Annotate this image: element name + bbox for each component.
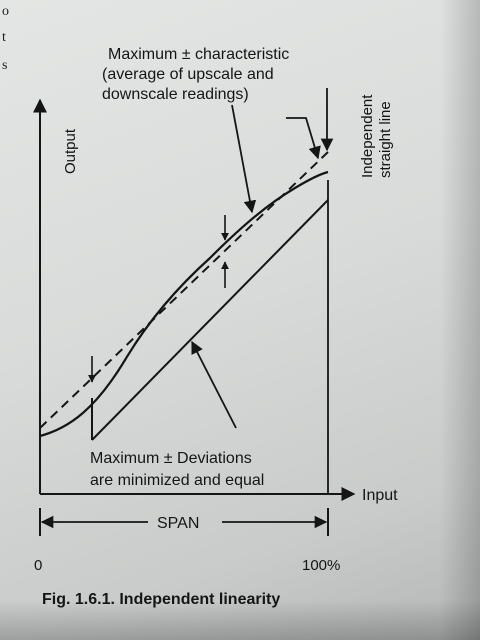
straight-line-label-line-2: straight line [377, 101, 394, 178]
characteristic-label-line-3: downscale readings) [102, 86, 249, 103]
tick-zero: 0 [34, 557, 42, 574]
characteristic-label-line-2: (average of upscale and [102, 66, 274, 83]
characteristic-pointer [231, 104, 257, 214]
straight-line-pointer-bent [286, 117, 321, 160]
output-axis-label: Output [62, 128, 79, 174]
reference-straight-line [91, 199, 329, 441]
deviation-label-pointer [191, 340, 237, 429]
deviations-label-line-1: Maximum ± Deviations [90, 450, 252, 467]
page-edge-shadow [440, 0, 480, 640]
page-bottom-shadow [0, 600, 480, 640]
figure-caption: Fig. 1.6.1. Independent linearity [42, 591, 281, 608]
tick-hundred-percent: 100% [302, 557, 340, 574]
input-axis-label: Input [362, 487, 398, 504]
characteristic-curve [39, 170, 329, 438]
characteristic-label-line-1: Maximum ± characteristic [108, 46, 289, 63]
straight-line-label-line-1: Independent [359, 94, 376, 178]
span-label: SPAN [157, 515, 199, 532]
margin-fragment-3: s [2, 58, 8, 73]
margin-fragment-2: t [2, 30, 6, 45]
deviations-label-line-2: are minimized and equal [90, 472, 264, 489]
margin-fragment-1: o [2, 4, 9, 19]
